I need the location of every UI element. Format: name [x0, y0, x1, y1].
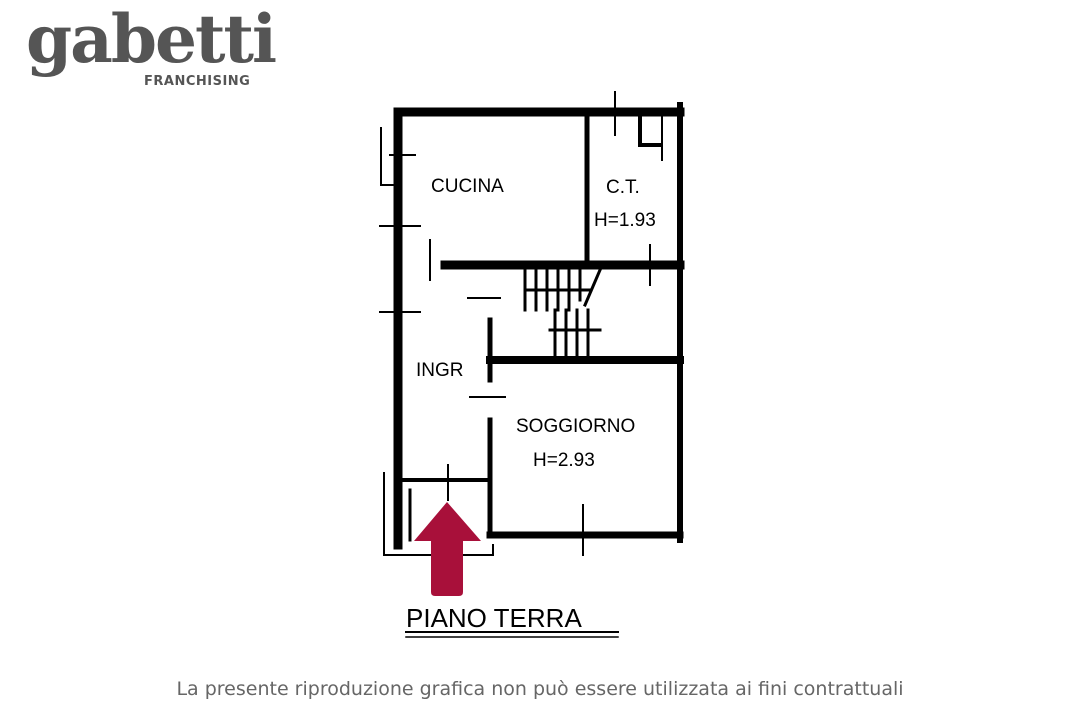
room-label-ingr: INGR	[416, 360, 464, 381]
floor-title: PIANO TERRA	[406, 603, 582, 633]
room-label-cucina: CUCINA	[431, 176, 504, 197]
room-label-soggiorno: SOGGIORNO	[516, 416, 635, 437]
gabetti-logo: gabetti FRANCHISING	[26, 6, 277, 108]
disclaimer-text: La presente riproduzione grafica non può…	[176, 678, 904, 700]
room-label-ct: C.T.	[606, 177, 640, 198]
logo-wordmark: gabetti	[26, 0, 277, 78]
room-height-ct: H=1.93	[594, 210, 656, 231]
room-height-soggiorno: H=2.93	[533, 450, 595, 471]
floor-plan: CUCINA C.T. H=1.93 INGR SOGGIORNO H=2.93…	[379, 91, 685, 638]
entrance-arrow-icon	[414, 502, 481, 596]
logo-subtitle: FRANCHISING	[144, 74, 251, 89]
